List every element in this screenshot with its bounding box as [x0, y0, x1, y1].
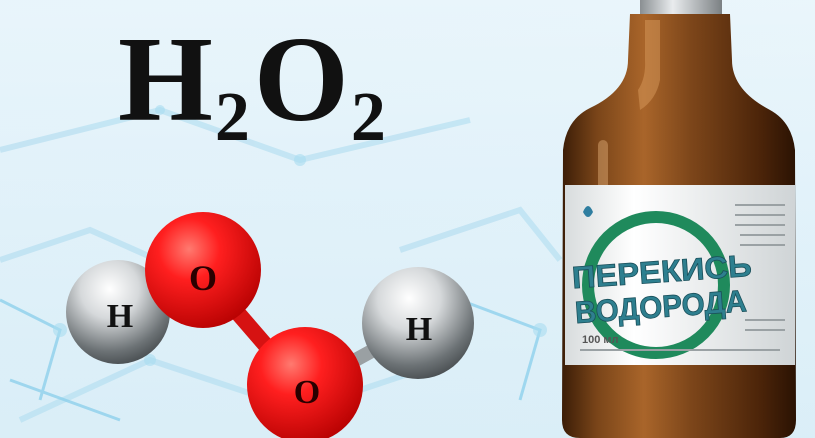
- atom-hydrogen-left: H: [66, 260, 170, 364]
- formula-o-subscript: 2: [350, 79, 386, 156]
- formula-o: O: [253, 12, 351, 147]
- formula-h-subscript: 2: [214, 79, 250, 156]
- atom-oxygen-bottom: O: [247, 327, 363, 438]
- label-ring: [582, 211, 730, 359]
- volume-text: 100 мл: [582, 334, 619, 346]
- atom-oxygen-top: O: [145, 212, 261, 328]
- atom-label: H: [406, 311, 432, 348]
- formula-h2o2: H2O2: [118, 10, 390, 156]
- formula-h: H: [118, 12, 215, 147]
- label-fine-print: [580, 204, 785, 351]
- bottle-cap: [640, 0, 722, 16]
- atom-label: O: [189, 258, 217, 298]
- atom-label: O: [294, 374, 320, 411]
- atom-hydrogen-right: H: [362, 267, 474, 379]
- product-name: ПЕРЕКИСЬ ВОДОРОДА: [570, 248, 753, 331]
- atom-label: H: [107, 298, 133, 335]
